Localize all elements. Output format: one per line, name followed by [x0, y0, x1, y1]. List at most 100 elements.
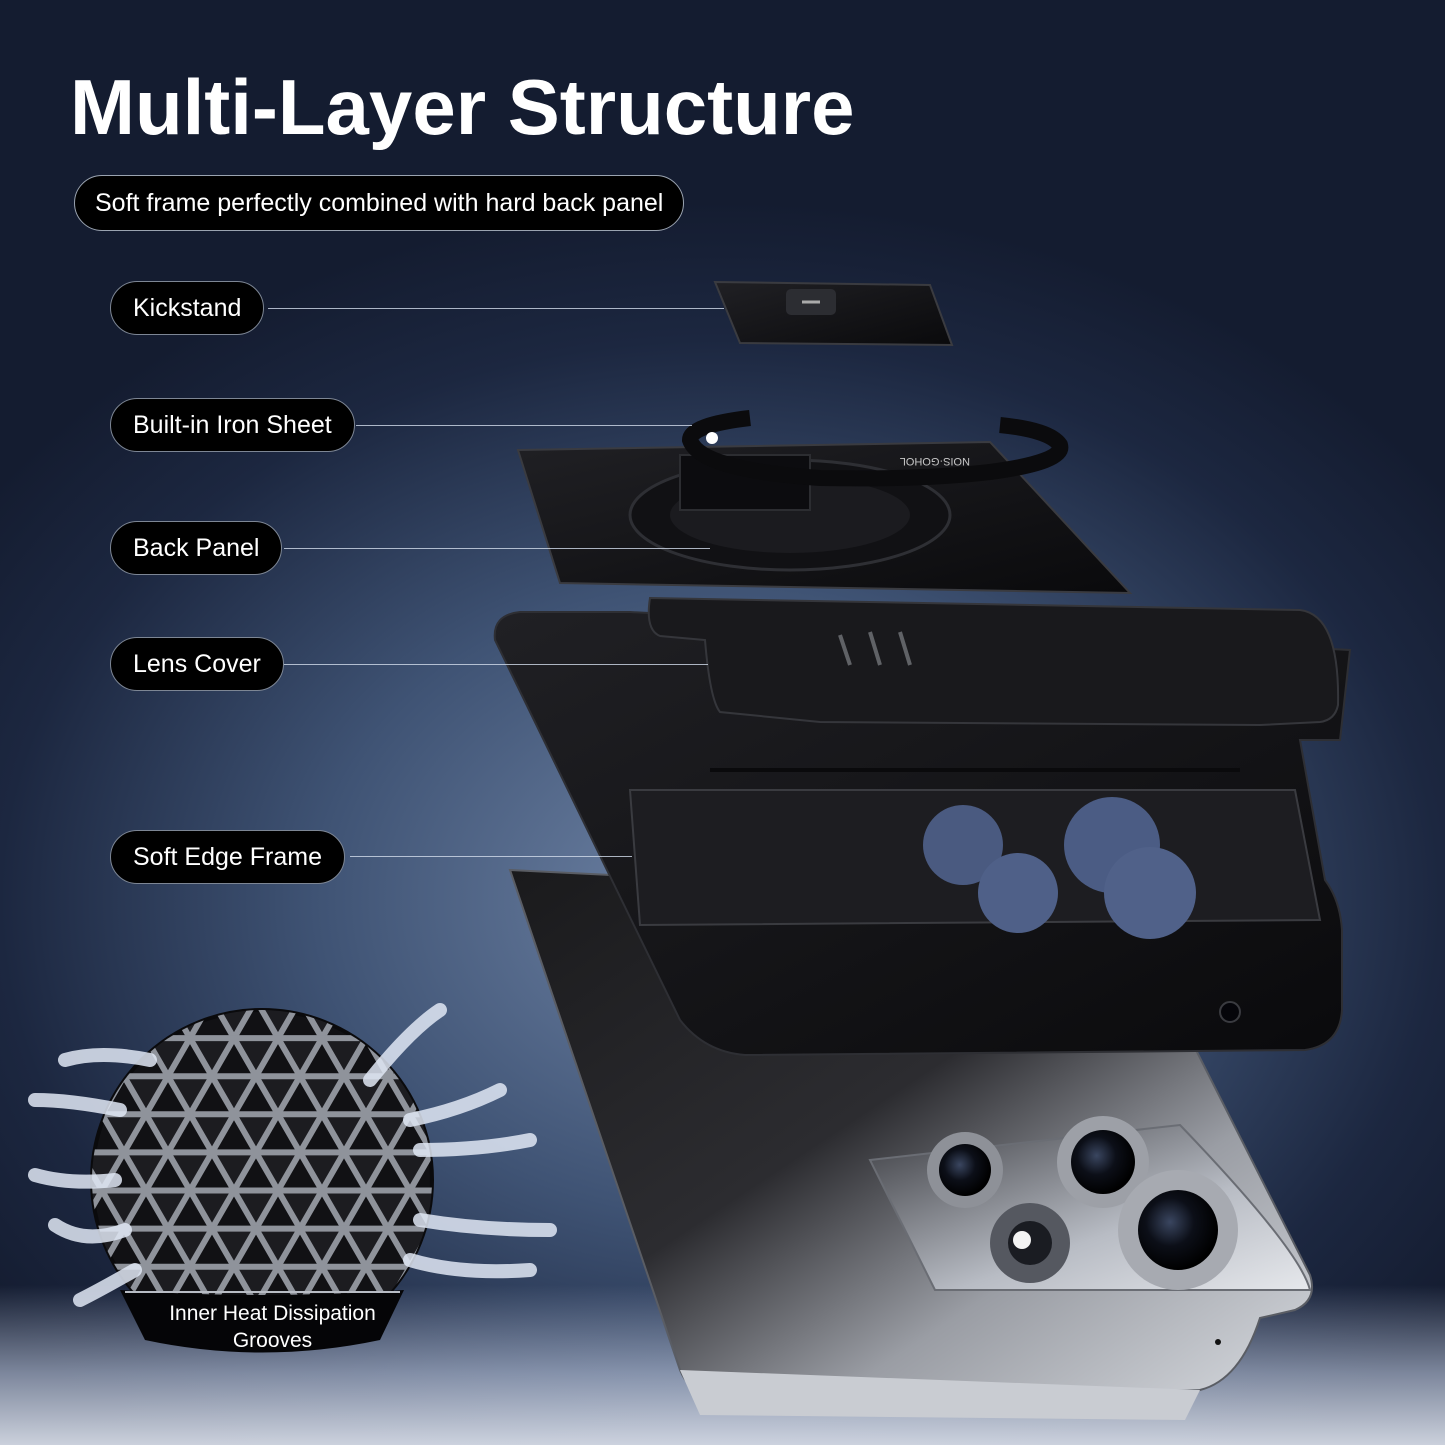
- heat-dissipation-caption: Inner Heat Dissipation Grooves: [150, 1300, 395, 1354]
- mesh-cell: [118, 1010, 174, 1045]
- mesh-cell: [404, 1187, 432, 1235]
- leader-back-panel: [284, 548, 710, 549]
- mesh-cell: [316, 1111, 372, 1159]
- label-kickstand: Kickstand: [110, 281, 265, 335]
- label-lens-cover: Lens Cover: [110, 637, 284, 691]
- mesh-cell: [162, 1225, 218, 1273]
- mesh-cell: [92, 1301, 130, 1349]
- mesh-cell: [338, 1225, 394, 1273]
- mesh-cell: [184, 1187, 240, 1235]
- mesh-cell: [454, 1343, 498, 1381]
- mesh-cell: [410, 962, 454, 1000]
- airflow-arrow: [403, 1083, 507, 1127]
- mesh-cell: [250, 1010, 306, 1045]
- mesh-cell: [476, 1305, 520, 1343]
- caption-line-2: Grooves: [232, 1329, 313, 1352]
- mesh-cell: [250, 1073, 306, 1121]
- airflow-arrow: [28, 1093, 127, 1117]
- airflow-arrow: [403, 1253, 537, 1279]
- mesh-cell: [404, 1339, 432, 1350]
- mesh-cell: [316, 1263, 372, 1311]
- mesh-cell: [228, 1111, 284, 1159]
- airflow-arrow: [48, 1218, 132, 1244]
- mesh-cell: [228, 1187, 284, 1235]
- mesh-cell: [92, 1010, 130, 1045]
- mesh-cell: [184, 1035, 240, 1083]
- kickstand: [713, 280, 954, 347]
- mesh-cell: [184, 1263, 240, 1311]
- mesh-cell: [36, 1000, 80, 1038]
- airflow-arrow: [28, 1168, 122, 1189]
- mesh-cell: [162, 1073, 218, 1121]
- leader-lens-cover: [284, 664, 708, 665]
- mesh-cell: [316, 1035, 372, 1083]
- mesh-cell: [184, 1111, 240, 1159]
- leader-iron-sheet: [356, 425, 692, 426]
- mesh-cell: [92, 1339, 108, 1350]
- mesh-cell: [190, 962, 234, 1000]
- mesh-cell: [140, 1111, 196, 1159]
- page-title: Multi-Layer Structure: [70, 63, 855, 151]
- mesh-cell: [366, 962, 410, 1000]
- mesh-cell: [92, 1149, 130, 1197]
- mesh-cell: [426, 1149, 432, 1197]
- airflow-arrows: [28, 1003, 557, 1307]
- mesh-cell: [206, 1149, 262, 1197]
- mesh-cell: [228, 1035, 284, 1083]
- mesh-cell: [102, 962, 146, 1000]
- mesh-cell: [228, 1263, 284, 1311]
- airflow-arrow: [363, 1003, 447, 1087]
- mesh-cell: [96, 1187, 152, 1235]
- mesh-cell: [338, 1149, 394, 1197]
- mesh-cell: [360, 1111, 416, 1159]
- mesh-cell: [206, 1010, 262, 1045]
- mesh-cell: [476, 1152, 520, 1190]
- mesh-cell: [250, 1149, 306, 1197]
- mesh-cell: [294, 1149, 350, 1197]
- mesh-cell: [360, 1187, 416, 1235]
- mesh-cell: [316, 1187, 372, 1235]
- airflow-arrow: [58, 1048, 157, 1067]
- mesh-cell: [272, 1111, 328, 1159]
- mesh-cell: [454, 1038, 498, 1076]
- mesh-cell: [234, 962, 278, 1000]
- mesh-cell: [36, 1305, 80, 1343]
- phone-camera-lens: [927, 1116, 1238, 1290]
- subtitle-pill: Soft frame perfectly combined with hard …: [74, 175, 685, 231]
- airflow-arrow: [73, 1263, 142, 1307]
- mesh-cell: [206, 1225, 262, 1273]
- mesh-cell: [294, 1225, 350, 1273]
- mesh-cell: [404, 1035, 432, 1083]
- mesh-cell: [498, 1343, 542, 1381]
- iron-sheet-ring: NOIS·GOHOL: [681, 410, 1069, 487]
- mesh-cell: [426, 1301, 432, 1349]
- mesh-cell: [162, 1149, 218, 1197]
- mesh-cell: [498, 1038, 542, 1076]
- mesh-cell: [140, 1263, 196, 1311]
- mesh-cell: [96, 1339, 152, 1350]
- lens-cover-slider: [647, 596, 1340, 727]
- mesh-cell: [476, 1000, 520, 1038]
- label-back-panel: Back Panel: [110, 521, 283, 575]
- mesh-cell: [118, 1149, 174, 1197]
- mesh-cell: [272, 1263, 328, 1311]
- mesh-cell: [58, 962, 102, 1000]
- mesh-cell: [382, 1149, 432, 1197]
- mesh-cell: [140, 1187, 196, 1235]
- airflow-arrow: [413, 1133, 537, 1157]
- mesh-cell: [272, 1035, 328, 1083]
- mesh-cell: [294, 1073, 350, 1121]
- leader-soft-edge-frame: [350, 856, 632, 857]
- mesh-cell: [454, 962, 498, 1000]
- mesh-cell: [206, 1073, 262, 1121]
- leader-kickstand: [268, 308, 724, 309]
- mesh-cell: [498, 962, 542, 1000]
- label-iron-sheet: Built-in Iron Sheet: [110, 398, 355, 452]
- label-soft-edge-frame: Soft Edge Frame: [110, 830, 345, 884]
- mesh-cell: [278, 962, 322, 1000]
- mesh-cell: [272, 1187, 328, 1235]
- mesh-cell: [146, 962, 190, 1000]
- mesh-cell: [338, 1010, 394, 1045]
